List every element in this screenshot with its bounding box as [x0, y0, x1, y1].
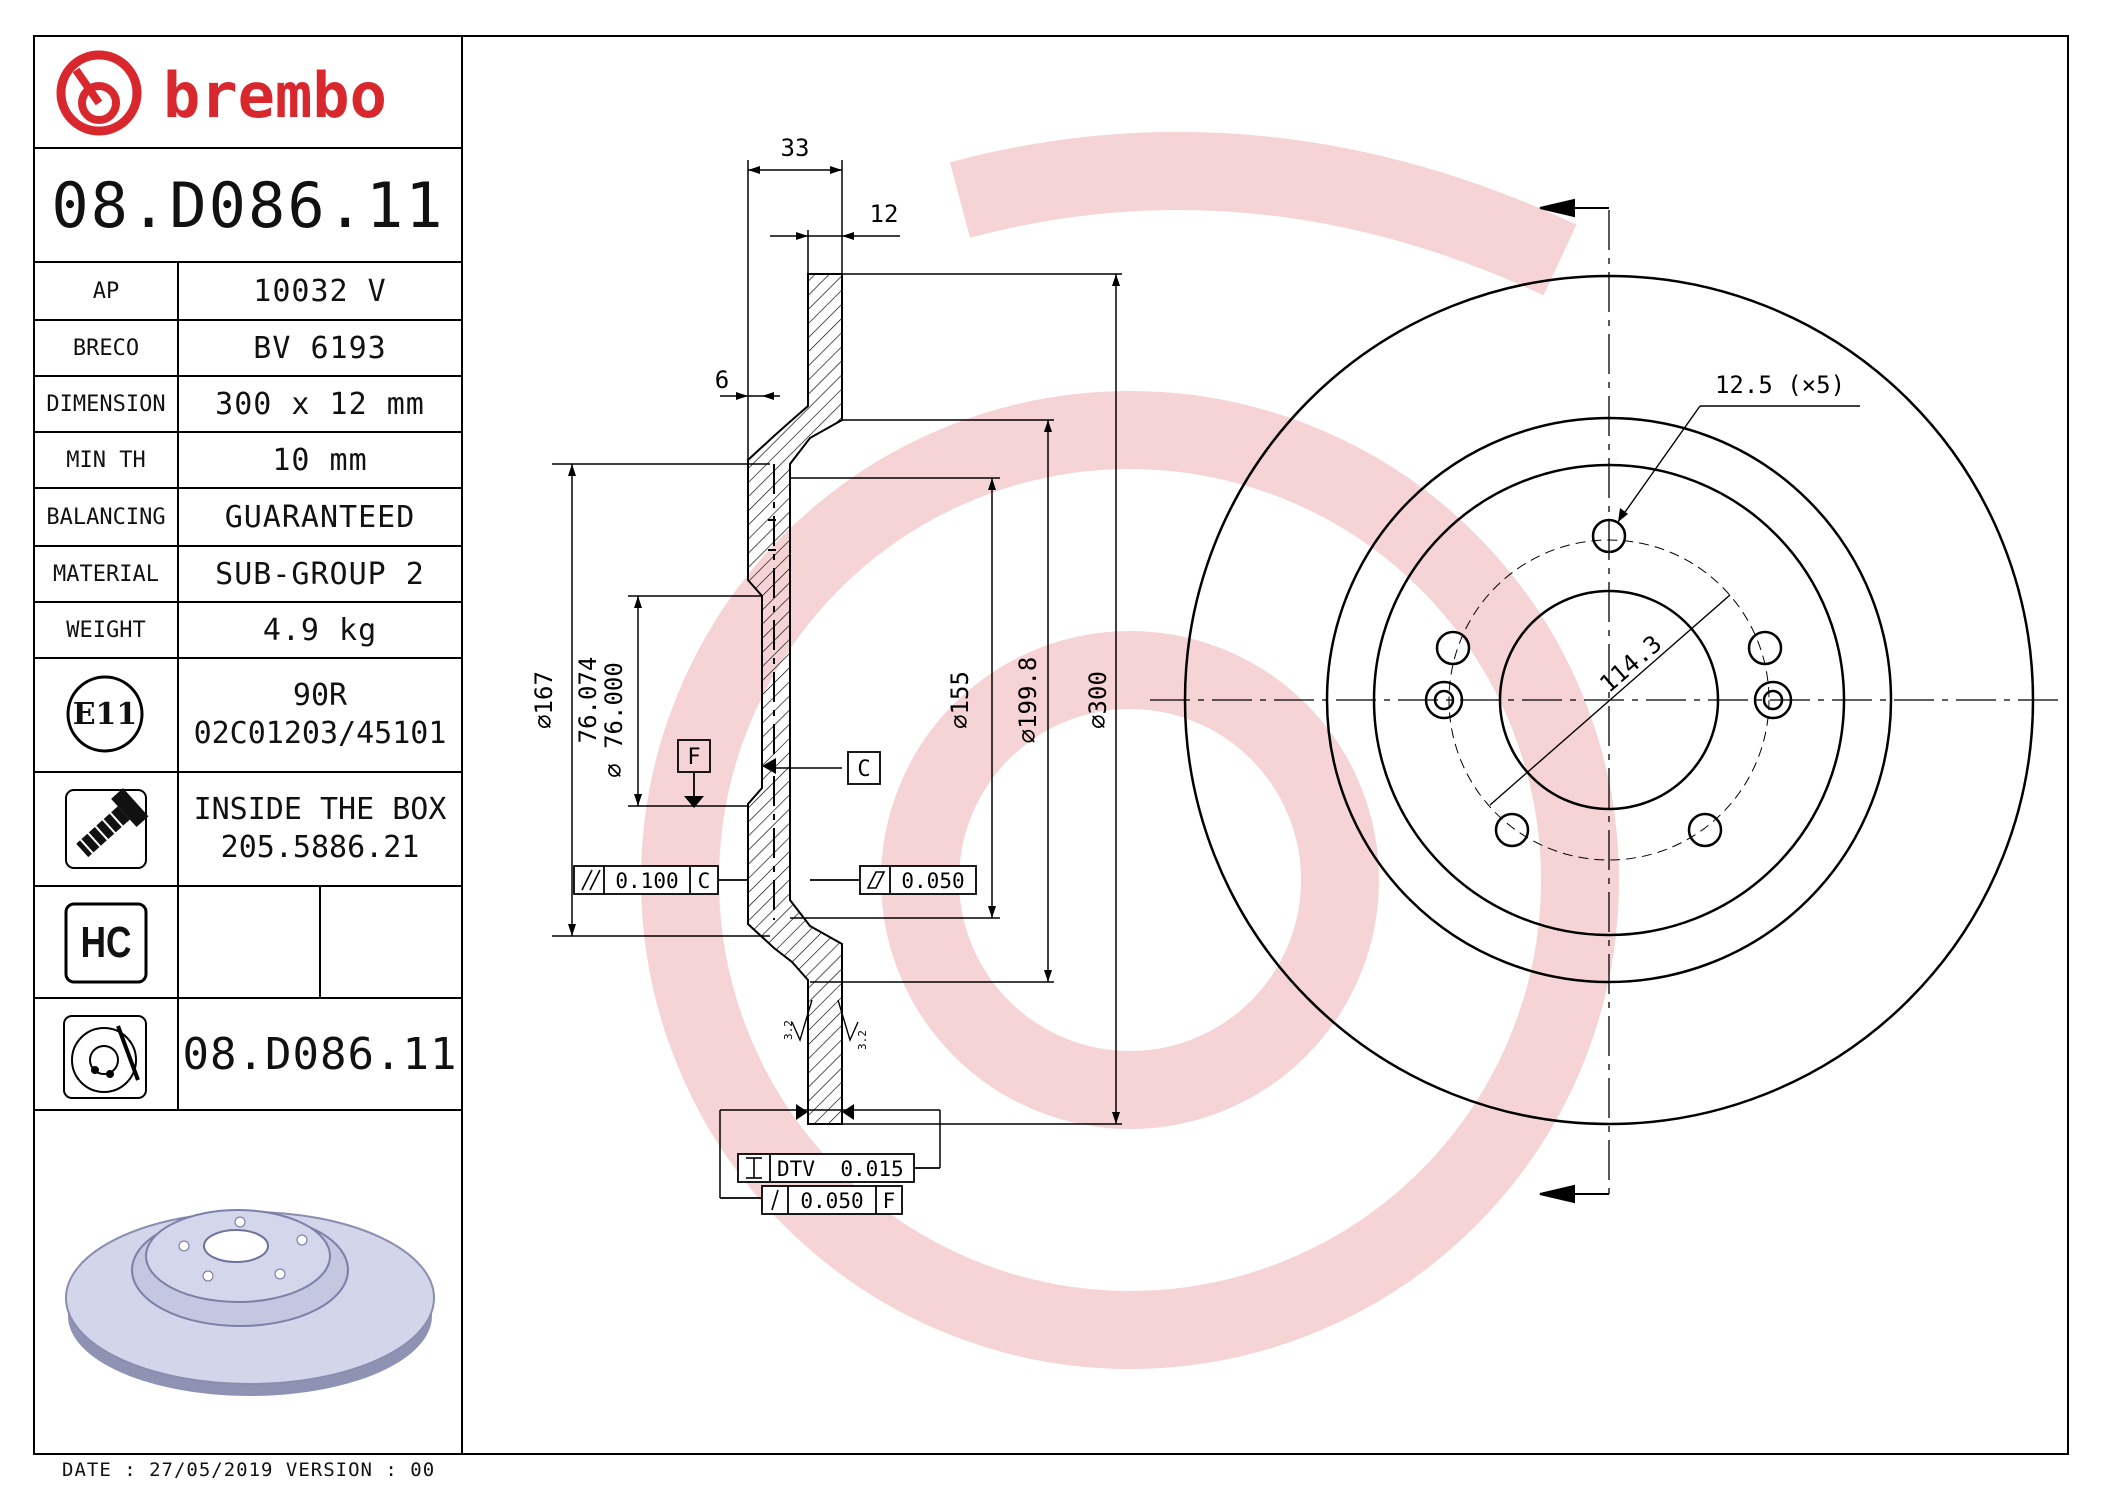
pcd-dim: 114.3	[1594, 630, 1667, 699]
datum-markers	[677, 739, 881, 796]
section-arrowheads	[568, 166, 1120, 1124]
front-dimension-lines	[1489, 405, 1860, 806]
parallelism-ref: C	[698, 869, 711, 893]
section-dimension-texts: 33 12 6 ⌀167 76.074 ⌀ 76.000 ⌀155 ⌀199.8…	[530, 134, 1112, 778]
brake-disc-icon	[63, 1015, 147, 1099]
screw-icon	[65, 788, 149, 869]
spec-label-weight: WEIGHT	[66, 617, 146, 643]
locator-hole-outer	[1753, 680, 1793, 720]
spec-value-balancing: GUARANTEED	[224, 499, 416, 535]
dim-d167: ⌀167	[530, 671, 558, 729]
bolt-hole	[1591, 518, 1627, 554]
spec-value-breco: BV 6193	[253, 330, 387, 366]
roughness-left: 3.2	[782, 1020, 795, 1040]
brand-name: brembo	[163, 59, 387, 132]
parallelism-frame	[573, 865, 719, 895]
approval-line1: 90R	[292, 678, 348, 713]
box-contents-line2: 205.5886.21	[220, 830, 420, 865]
section-cut-arrows	[1539, 198, 1609, 1204]
spec-value-material: SUB-GROUP 2	[215, 556, 425, 592]
front-centerlines	[1150, 210, 2060, 1196]
roughness-right: 3.2	[856, 1030, 869, 1050]
disc-3d-render	[65, 1209, 435, 1396]
disc-cross-section	[747, 273, 843, 1125]
roughness-marks	[791, 999, 859, 1043]
spec-label-balancing: BALANCING	[46, 504, 166, 530]
dim-d300: ⌀300	[1084, 671, 1112, 729]
title-block-grid	[34, 147, 462, 1111]
approval-line2: 02C01203/45101	[193, 716, 447, 751]
bolt-hole	[1494, 812, 1530, 848]
part-number: 08.D086.11	[51, 168, 445, 242]
dtv-label: DTV	[777, 1157, 815, 1181]
ref-part-number: 08.D086.11	[182, 1028, 458, 1080]
spec-label-min-th: MIN TH	[66, 447, 146, 473]
brembo-logo-icon	[56, 50, 142, 136]
runout-ref: F	[883, 1189, 896, 1213]
datum-c-frame	[847, 751, 881, 785]
dim-d155: ⌀155	[946, 671, 974, 729]
hc-value	[178, 886, 320, 998]
hc-mark-frame	[64, 902, 148, 984]
locator-hole-inner	[1762, 689, 1784, 711]
locator-hole-outer	[1424, 680, 1464, 720]
spec-label-ap: AP	[92, 278, 120, 304]
dim-d199: ⌀199.8	[1014, 657, 1042, 744]
approval-mark-icon	[66, 675, 144, 753]
datum-c: C	[857, 757, 870, 782]
tolerance-texts: 0.100 C 0.050 DTV 0.015 0.050 F	[615, 869, 964, 1213]
sheet-frame	[33, 35, 2069, 1455]
box-contents-text: INSIDE THE BOX 205.5886.21	[178, 772, 462, 886]
flatness-value: 0.050	[901, 869, 964, 893]
dtv-value: 0.015	[840, 1157, 903, 1181]
spec-value-weight: 4.9 kg	[262, 612, 378, 648]
datum-f: F	[687, 745, 700, 770]
dim-hat-offset: 6	[715, 366, 729, 394]
parallelism-value: 0.100	[615, 869, 678, 893]
runout-frame	[761, 1185, 903, 1215]
bolt-hole	[1435, 630, 1471, 666]
bolt-hole	[1687, 812, 1723, 848]
spec-value-ap: 10032 V	[253, 273, 387, 309]
spec-value-min-th: 10 mm	[272, 442, 368, 478]
spec-value-dimension: 300 x 12 mm	[215, 386, 425, 422]
runout-value: 0.050	[800, 1189, 863, 1213]
dim-bore-max: 76.074	[574, 657, 602, 744]
spec-label-material: MATERIAL	[53, 561, 159, 587]
hc-mark: HC	[80, 918, 132, 967]
tolerance-symbols	[581, 869, 886, 1211]
spec-label-breco: BRECO	[72, 335, 140, 361]
dim-thickness: 12	[870, 200, 899, 228]
approval-text: 90R 02C01203/45101	[178, 658, 462, 772]
bolt-hole-dim: 12.5 (×5)	[1715, 371, 1845, 399]
dim-width-total: 33	[781, 134, 810, 162]
bolt-hole-leader-arrow	[1618, 508, 1628, 522]
locator-hole-inner	[1433, 689, 1455, 711]
box-contents-line1: INSIDE THE BOX	[193, 792, 447, 827]
section-dimension-lines	[552, 160, 1122, 1198]
approval-mark: E11	[72, 696, 138, 732]
footer-date-version: DATE : 27/05/2019 VERSION : 00	[62, 1459, 436, 1481]
bolt-hole	[1747, 630, 1783, 666]
dim-bore-min: ⌀ 76.000	[600, 662, 628, 778]
dtv-frame	[737, 1153, 915, 1183]
spec-label-dimension: DIMENSION	[46, 391, 166, 417]
bolt-holes	[1424, 518, 1793, 848]
